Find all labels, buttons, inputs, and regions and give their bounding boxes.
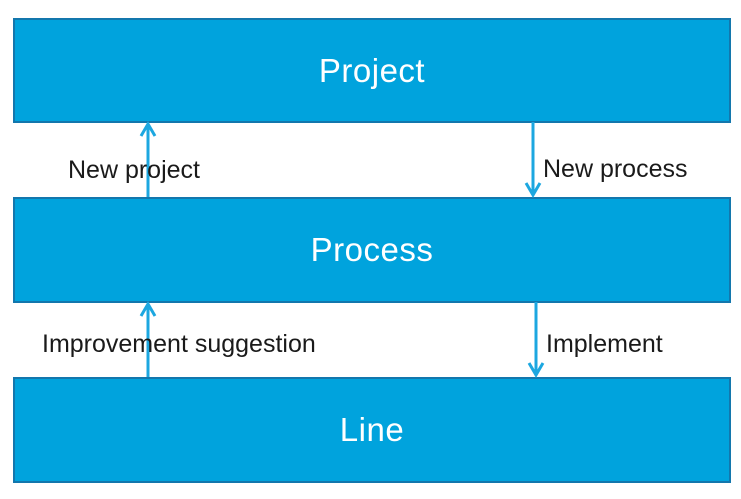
arrow-down-icon bbox=[527, 302, 545, 378]
project-level-box: Project bbox=[13, 18, 731, 123]
arrow-up-icon bbox=[139, 301, 157, 377]
arrow-down-icon bbox=[524, 122, 542, 198]
process-level-label: Process bbox=[310, 231, 434, 268]
process-level-box: Process bbox=[13, 197, 731, 303]
project-level-label: Project bbox=[318, 51, 426, 89]
implement-arrow-label: Implement bbox=[546, 330, 663, 358]
arrow-up-icon bbox=[139, 121, 157, 197]
line-level-box: Line bbox=[13, 377, 731, 483]
line-level-label: Line bbox=[339, 411, 405, 448]
new-process-arrow-label: New process bbox=[543, 155, 688, 183]
new-project-arrow-label: New project bbox=[68, 156, 200, 184]
improvement-suggestion-arrow-label: Improvement suggestion bbox=[42, 330, 316, 358]
